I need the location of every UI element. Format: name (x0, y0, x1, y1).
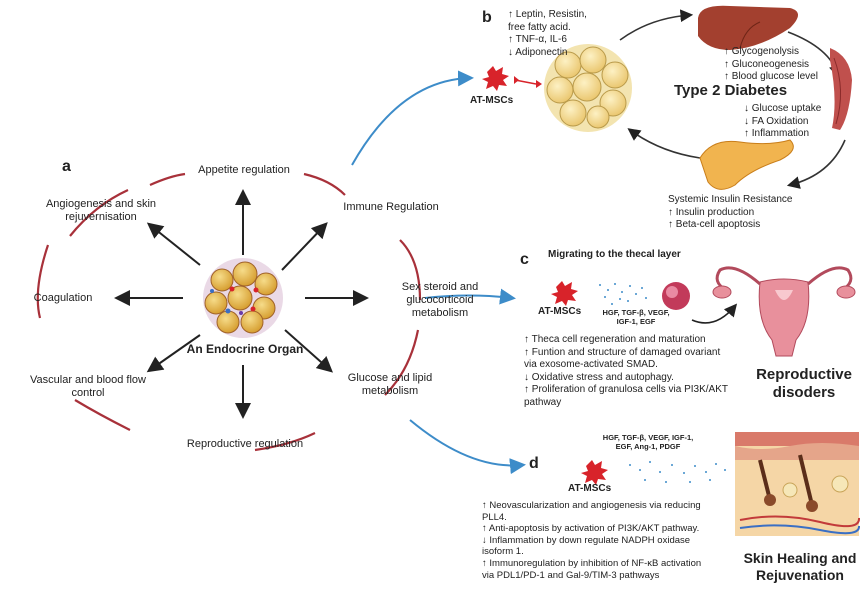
panel-d-effect-4: ↓ Inflammation by down regulate NADPH ox… (482, 534, 691, 546)
pancreas-effect-3: ↑ Beta-cell apoptosis (668, 219, 761, 230)
label-sex-steroid: Sex steroid and glucocorticoid metabolis… (401, 281, 479, 319)
muscle-effect-1: ↓ Glucose uptake (744, 103, 822, 114)
factors-c-2: IGF-1, EGF (616, 317, 656, 326)
label-angiogenesis: Angiogenesis and skin rejuvernisation (45, 198, 157, 223)
panel-d-effect-2: PLL4. (482, 511, 507, 523)
panel-c-effect-6: pathway (524, 396, 562, 408)
panel-a-letter: a (62, 158, 71, 175)
type2-diabetes-title: Type 2 Diabetes (674, 82, 788, 99)
label-vascular: Vascular and blood flow control (30, 374, 146, 399)
factors-d: HGF, TGF-β, VEGF, IGF-1, EGF, Ang-1, PDG… (588, 433, 708, 451)
skin-cross-section-image (735, 432, 860, 536)
thecal-layer-header: Migrating to the thecal layer (548, 249, 681, 260)
uterus-image (712, 266, 856, 357)
at-mscs-cell-d (581, 460, 608, 485)
pancreas-image (699, 139, 794, 190)
skin-title-line-1: Skin Healing and (743, 550, 857, 566)
label-appetite: Appetite regulation (198, 164, 290, 176)
at-mscs-label-d: AT-MSCs (568, 483, 612, 494)
panel-d-effect-1: ↑ Neovascularization and angiogenesis vi… (482, 500, 701, 511)
adipose-effects: ↑ Leptin, Resistin, free fatty acid. ↑ T… (508, 9, 628, 59)
reproductive-title-line-1: Reproductive (756, 366, 852, 383)
label-immune: Immune Regulation (343, 201, 439, 213)
cycle-arrow-4 (627, 128, 701, 159)
at-mscs-cell-b (482, 66, 509, 91)
label-reproductive: Reproductive regulation (186, 438, 304, 450)
label-coagulation: Coagulation (33, 292, 93, 304)
panel-c-effect-2: ↑ Funtion and structure of damaged ovari… (524, 346, 721, 358)
adipocyte-cluster-b (544, 44, 632, 132)
panel-b-letter: b (482, 9, 492, 26)
factors-d-1: HGF, TGF-β, VEGF, IGF-1, (602, 433, 694, 442)
arrow-to-uterus (691, 303, 738, 324)
panel-c-effect-3: via exosome-activated SMAD. (524, 359, 658, 370)
reproductive-disorders-title: Reproductive disoders (748, 366, 860, 402)
liver-effect-1: ↑ Glycogenolysis (724, 46, 800, 57)
muscle-effect-3: ↑ Inflammation (744, 128, 810, 139)
skin-healing-title: Skin Healing and Rejuvenation (736, 550, 864, 584)
adipose-effect-1: ↑ Leptin, Resistin, (508, 9, 587, 20)
muscle-effect-2: ↓ FA Oxidation (744, 115, 809, 127)
radial-arrows (114, 189, 369, 419)
liver-effect-3: ↑ Blood glucose level (724, 71, 818, 82)
cycle-arrow-1 (619, 9, 694, 41)
panel-c-letter: c (520, 251, 529, 268)
adipose-effect-2: free fatty acid. (508, 21, 571, 33)
cycle-arrow-3 (786, 139, 846, 189)
pancreas-effects: Systemic Insulin Resistance ↑ Insulin pr… (668, 194, 838, 232)
panel-c-effect-5: ↑ Proliferation of granulosa cells via P… (524, 384, 728, 395)
adipose-cluster-image (203, 258, 283, 338)
muscle-effects: ↓ Glucose uptake ↓ FA Oxidation ↑ Inflam… (744, 103, 854, 141)
at-mscs-label-b: AT-MSCs (470, 95, 514, 106)
panel-d-letter: d (529, 455, 539, 472)
skin-title-line-2: Rejuvenation (756, 567, 844, 583)
pancreas-effect-1: Systemic Insulin Resistance (668, 194, 793, 205)
adipose-effect-3: ↑ TNF-α, IL-6 (508, 34, 567, 45)
factors-c-1: HGF, TGF-β, VEGF, (602, 308, 670, 317)
pancreas-effect-2: ↑ Insulin production (668, 206, 755, 218)
label-endocrine-organ: An Endocrine Organ (186, 342, 304, 356)
at-mscs-label-c: AT-MSCs (538, 306, 582, 317)
panel-d-effects: ↑ Neovascularization and angiogenesis vi… (482, 500, 737, 581)
liver-effects: ↑ Glycogenolysis ↑ Gluconeogenesis ↑ Blo… (724, 46, 864, 84)
reproductive-title-line-2: disoders (772, 384, 836, 401)
factors-d-2: EGF, Ang-1, PDGF (615, 442, 681, 451)
panel-c-effect-1: ↑ Theca cell regeneration and maturation (524, 334, 706, 345)
panel-d-effect-6: ↑ Immunoregulation by inhibition of NF-κ… (482, 557, 702, 569)
at-mscs-cell-c (551, 281, 578, 306)
adipose-effect-4: ↓ Adiponectin (508, 46, 568, 58)
arrow-to-panel-d (409, 419, 526, 475)
arrow-cell-to-adipose (514, 79, 537, 85)
factors-c: HGF, TGF-β, VEGF, IGF-1, EGF (596, 308, 676, 326)
muscle-image (830, 48, 852, 130)
label-glucose-lipid: Glucose and lipid metabolism (347, 372, 433, 397)
panel-c-effect-4: ↓ Oxidative stress and autophagy. (524, 371, 674, 383)
arrow-to-panel-c (424, 288, 516, 305)
arrow-to-panel-b (351, 70, 474, 166)
panel-d-effect-7: via PDL1/PD-1 and Gal-9/TIM-3 pathways (482, 569, 660, 581)
liver-effect-2: ↑ Gluconeogenesis (724, 58, 810, 70)
follicle-image (662, 282, 690, 310)
panel-c-effects: ↑ Theca cell regeneration and maturation… (524, 334, 744, 409)
liver-image (698, 5, 798, 50)
secretion-dots-c (599, 283, 647, 305)
secretion-dots-d (629, 461, 726, 483)
panel-d-effect-5: isoform 1. (482, 546, 524, 558)
endocrine-ellipse (36, 172, 422, 452)
panel-d-effect-3: ↑ Anti-apoptosis by activation of PI3K/A… (482, 523, 700, 535)
